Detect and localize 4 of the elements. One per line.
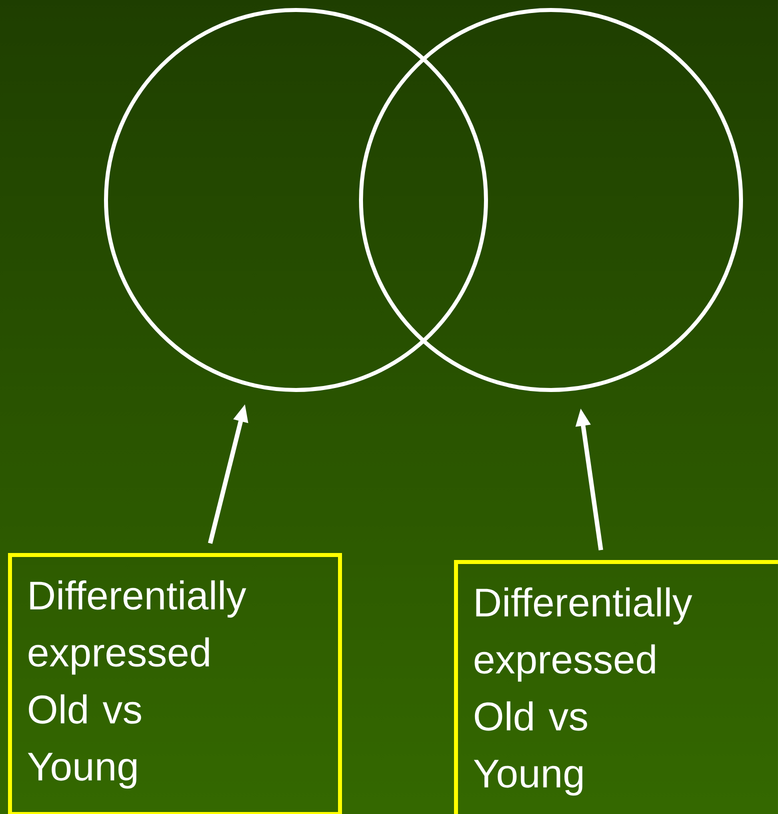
circle <box>104 8 488 392</box>
text-box: Differentially expressed Old vs Young <box>454 560 778 814</box>
circle <box>359 8 743 392</box>
text-box: Differentially expressed Old vs Young <box>8 553 342 814</box>
